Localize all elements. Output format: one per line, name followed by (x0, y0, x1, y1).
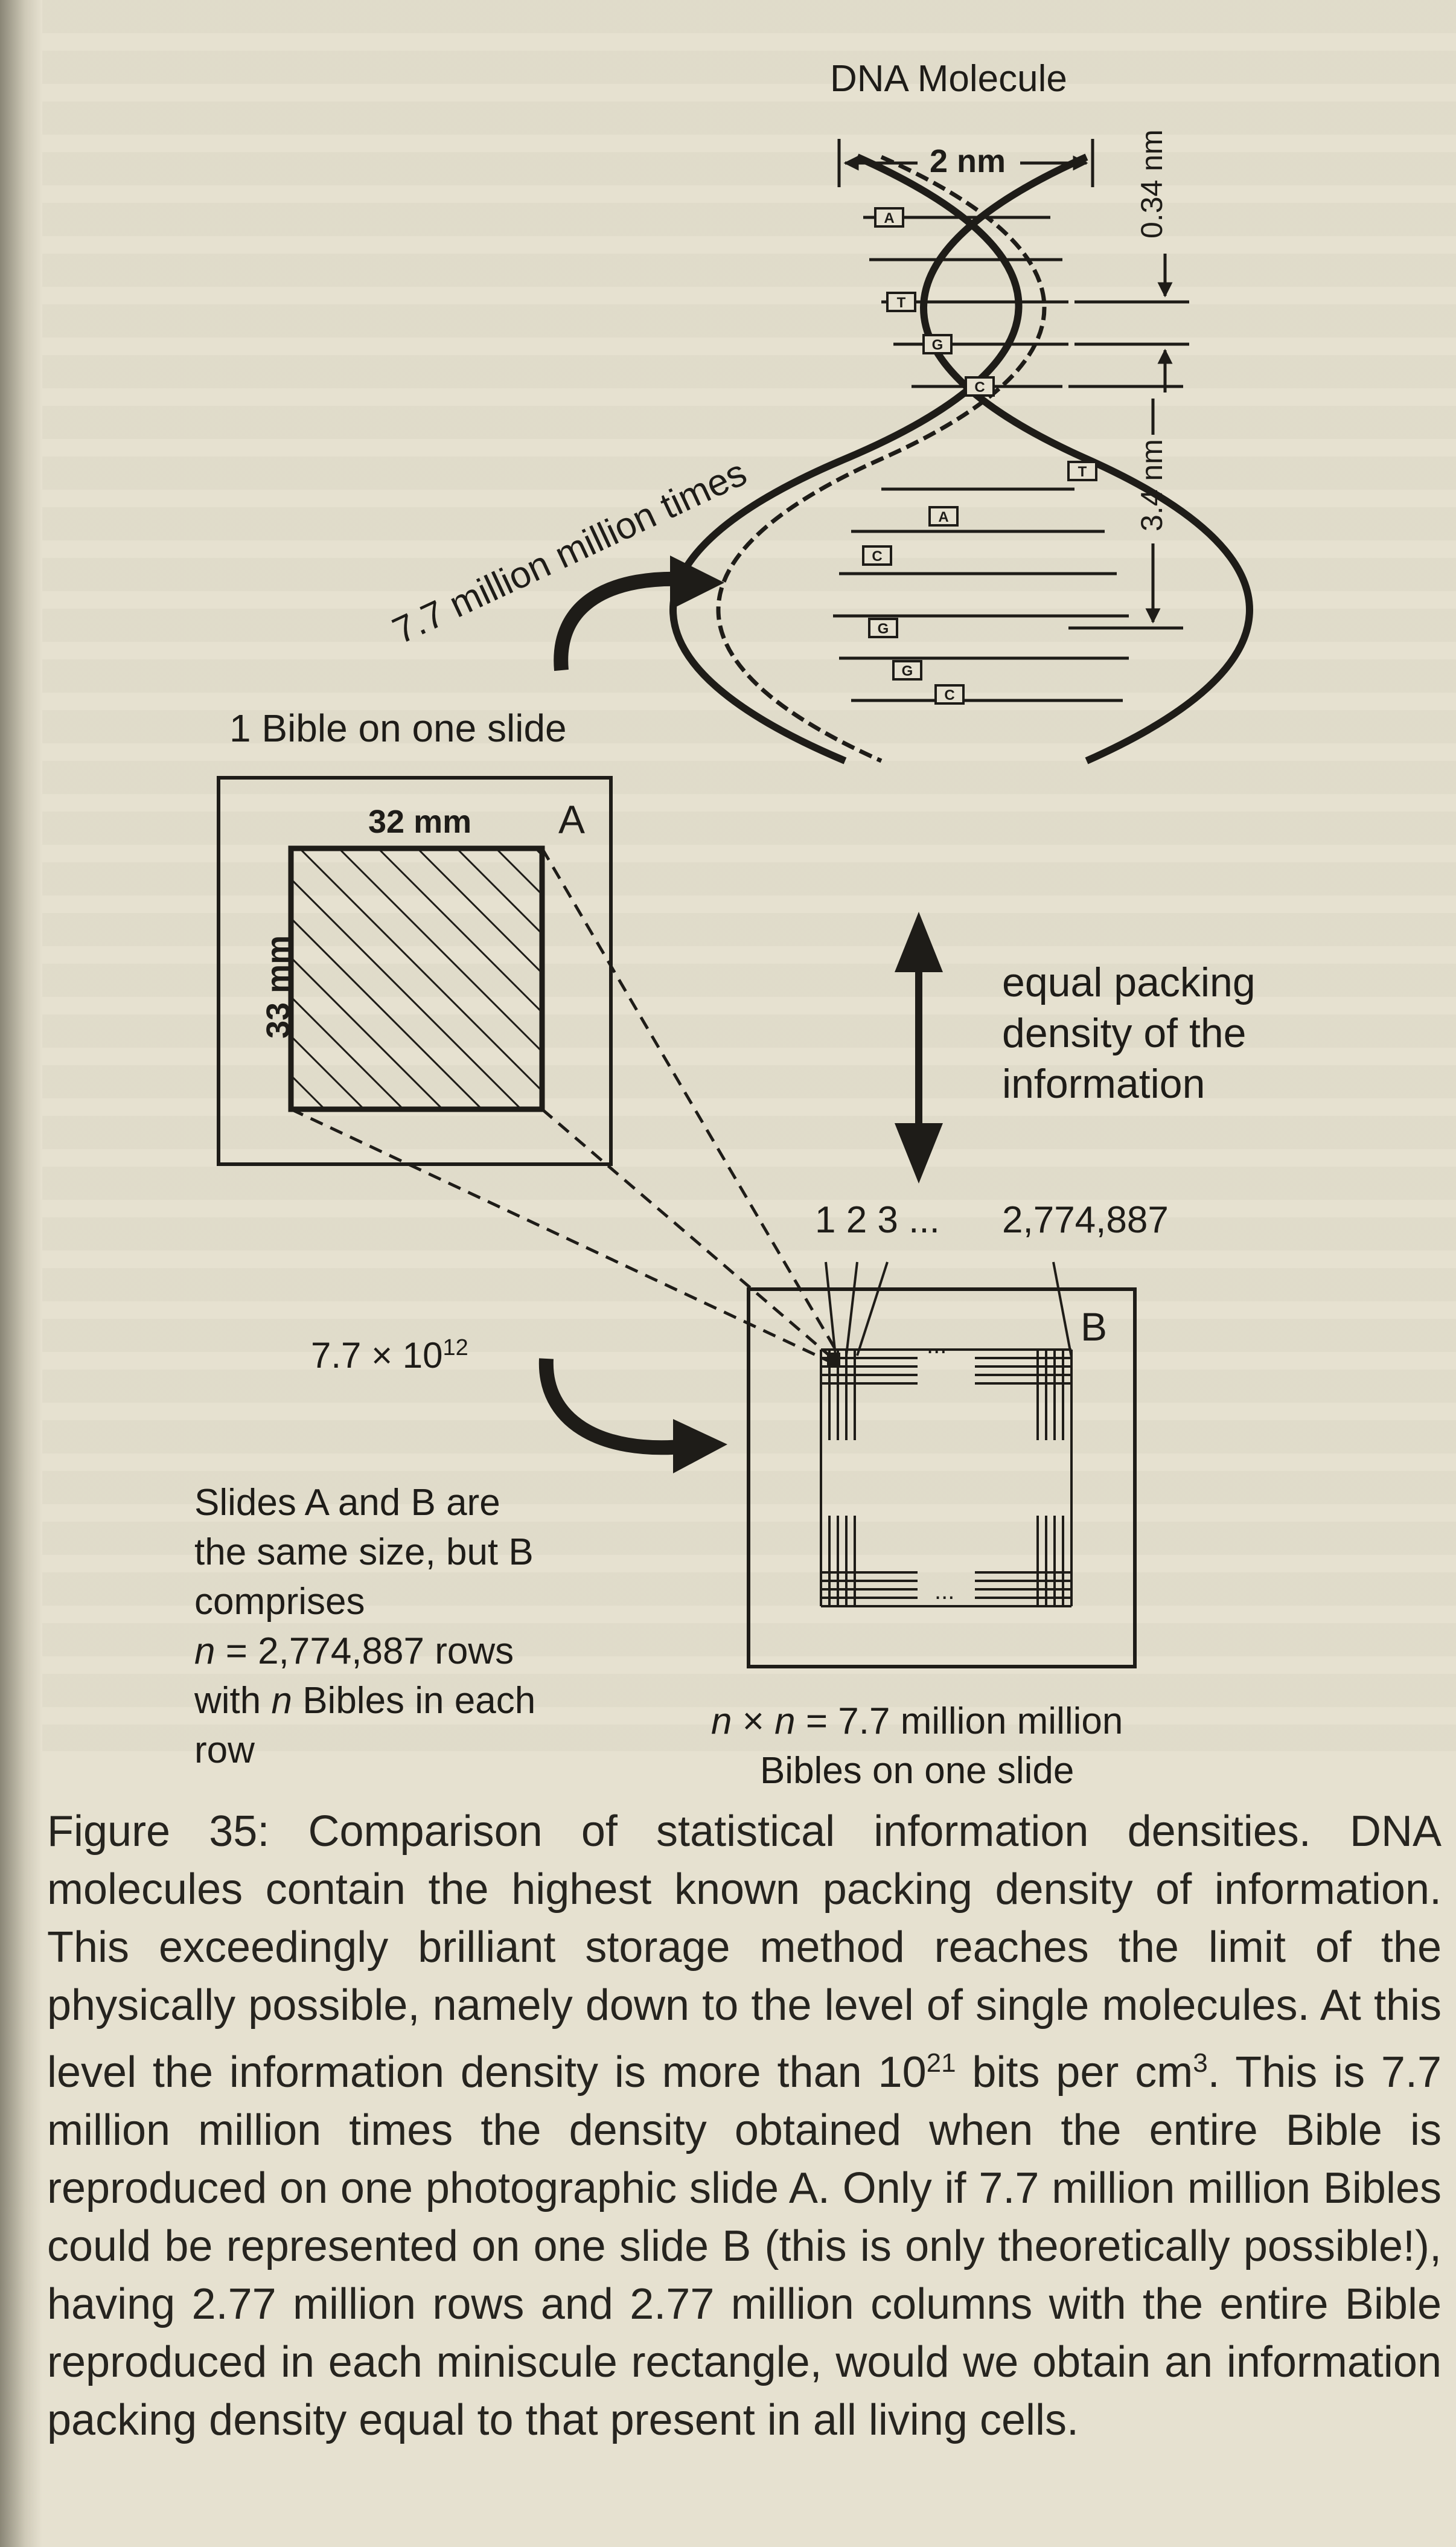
projection-lines (290, 847, 841, 1363)
base-pair-box (886, 292, 916, 312)
base-pair-box (934, 684, 965, 705)
dna-base-pair-boxes: A T G C T A C G G C (862, 207, 1097, 705)
each-suffix: Bibles in each (292, 1680, 536, 1722)
nxn-var-1: n (711, 1700, 732, 1742)
caption-exponent-2: 3 (1193, 2048, 1208, 2078)
nxn-line-2: Bibles on one slide (759, 1750, 1074, 1792)
nxn-line-1: n × n = 7.7 million million (711, 1697, 1123, 1746)
factor-exponent: 12 (442, 1335, 468, 1360)
slide-a-height: 33 mm (260, 935, 296, 1039)
base-pair-letter: T (1078, 464, 1087, 480)
base-pair-letter: G (902, 663, 913, 679)
dna-strand-1 (669, 153, 1023, 764)
each-line: with n Bibles in each (194, 1676, 535, 1726)
dna-helix (669, 153, 1253, 764)
base-pair-letter: G (932, 337, 944, 353)
dna-strand-back (716, 155, 1047, 763)
slide-b-bible-grid (820, 1348, 1073, 1607)
slide-a-letter: A (558, 797, 586, 842)
grid-last-number: 2,774,887 (1002, 1199, 1169, 1241)
base-pair-box (922, 334, 953, 354)
caption-part-3: . This is 7.7 million million times the … (47, 2048, 1442, 2444)
base-pair-box (892, 660, 922, 681)
figure-diagram: A T G C T A C G G C (217, 139, 1253, 1668)
base-pair-letter: C (974, 379, 985, 396)
dna-strand-2 (920, 153, 1253, 764)
grid-numbers: 1 2 3 ... (815, 1199, 940, 1241)
nxn-var-2: n (774, 1700, 796, 1742)
factor-base: 7.7 × 10 (311, 1335, 443, 1376)
grid-number-leaders (825, 1261, 1073, 1358)
each-variable: n (271, 1680, 292, 1722)
base-pair-letter: T (897, 295, 906, 311)
slides-note-line: the same size, but B (194, 1531, 534, 1573)
base-pair-box (862, 545, 892, 566)
spacing-dimension (1068, 254, 1189, 630)
base-pair-box (874, 207, 904, 228)
grid-ellipsis-top: ... (927, 1332, 947, 1359)
slide-b-letter: B (1081, 1304, 1108, 1349)
width-dimension (837, 139, 1094, 187)
base-pair-letter: A (884, 210, 894, 226)
caption-part-2: bits per cm (956, 2048, 1193, 2097)
grid-ellipsis-bottom: ... (934, 1578, 955, 1604)
slides-note-line: comprises (194, 1581, 365, 1623)
helix-pitch-label: 3.4 nm (1135, 439, 1169, 531)
nxn-label: n × n = 7.7 million million Bibles on on… (711, 1697, 1123, 1796)
caption-exponent-1: 21 (926, 2048, 956, 2078)
dna-title: DNA Molecule (830, 58, 1067, 100)
slide-a-bible-area (288, 845, 545, 1112)
base-pair-box (868, 618, 898, 638)
factor-curved-arrow (538, 1358, 689, 1455)
times-curved-arrow (554, 571, 695, 671)
each-prefix: with (194, 1680, 272, 1722)
nxn-times: × (732, 1700, 775, 1742)
equal-density-line: density of the (1002, 1010, 1247, 1056)
caption-part-1: Figure 35: Comparison of statistical inf… (47, 1807, 1442, 2097)
slides-note-line: Slides A and B are (194, 1482, 500, 1523)
slide-a-frame (217, 776, 613, 1166)
nxn-rest: = 7.7 million million (795, 1700, 1123, 1742)
row-word: row (194, 1729, 255, 1771)
base-pair-letter: C (872, 548, 882, 565)
rows-variable: n (194, 1630, 216, 1672)
figure-caption: Figure 35: Comparison of statistical inf… (47, 1802, 1442, 2449)
slide-b-frame (747, 1287, 1137, 1668)
dna-base-rungs (833, 216, 1129, 702)
dna-width-label: 2 nm (930, 143, 1006, 179)
equal-density-line: equal packing (1002, 960, 1256, 1005)
factor-arrowhead (673, 1419, 727, 1473)
equal-density-line: information (1002, 1061, 1205, 1107)
rows-value: = 2,774,887 rows (215, 1630, 514, 1672)
base-spacing-label: 0.34 nm (1135, 129, 1169, 239)
base-pair-box (965, 376, 995, 397)
base-pair-letter: C (944, 687, 954, 703)
slide-a-width: 32 mm (368, 804, 472, 840)
base-pair-box (928, 506, 959, 527)
times-arrowhead (670, 556, 724, 610)
slide-a-caption: 1 Bible on one slide (229, 706, 567, 750)
equal-density-arrow (895, 912, 943, 1184)
slides-note: Slides A and B are the same size, but B … (194, 1478, 535, 1775)
rows-line: n = 2,774,887 rows (194, 1627, 535, 1676)
base-pair-box (1067, 461, 1097, 481)
page-edge (0, 0, 42, 2547)
first-bible-cell (827, 1353, 840, 1366)
base-pair-letter: A (938, 509, 948, 525)
equal-density-label: equal packing density of the information (1002, 957, 1256, 1109)
factor-label: 7.7 × 1012 (311, 1334, 468, 1376)
base-pair-letter: G (878, 621, 889, 637)
